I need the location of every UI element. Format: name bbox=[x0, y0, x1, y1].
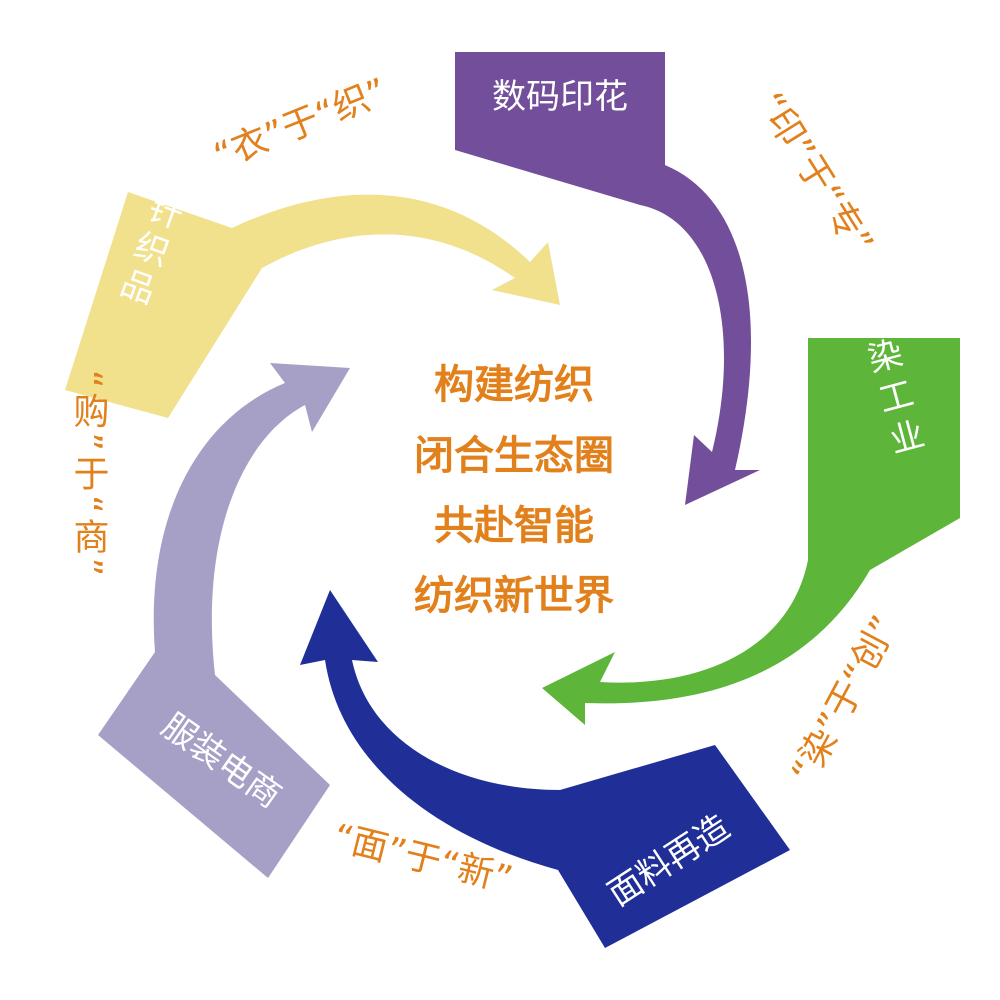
center-line-4: 纺织新世界 bbox=[414, 573, 614, 619]
digital-printing-arrow bbox=[455, 52, 760, 505]
fabric-rebuild-stage: 面料再造 bbox=[300, 590, 790, 948]
center-line-1: 构建纺织 bbox=[434, 362, 594, 408]
slogan-buy: “购”于“商” bbox=[68, 370, 109, 581]
center-line-2: 闭合生态圈 bbox=[414, 433, 614, 479]
svg-text:“购”于“商”: “购”于“商” bbox=[68, 370, 109, 581]
digital-printing-stage: 数码印花 bbox=[455, 52, 760, 505]
slogan-wear: “衣”于“织” bbox=[208, 71, 393, 177]
apparel-ecommerce-stage: 服装电商 bbox=[98, 363, 350, 878]
center-line-3: 共赴智能 bbox=[434, 503, 594, 549]
digital-printing-label: 数码印花 bbox=[492, 77, 628, 117]
fabric-rebuild-arrow bbox=[300, 590, 790, 948]
slogan-print: “印”于“专” bbox=[749, 86, 881, 263]
knitwear-arrow bbox=[65, 192, 560, 418]
dyeing-industry-arrow bbox=[542, 338, 960, 725]
center-slogan: 构建纺织 闭合生态圈 共赴智能 纺织新世界 bbox=[414, 362, 614, 619]
apparel-ecommerce-arrow bbox=[98, 363, 350, 878]
svg-text:“衣”于“织”: “衣”于“织” bbox=[208, 71, 393, 177]
svg-text:“印”于“专”: “印”于“专” bbox=[749, 86, 881, 263]
dyeing-industry-stage: 印染工业 bbox=[542, 294, 960, 725]
